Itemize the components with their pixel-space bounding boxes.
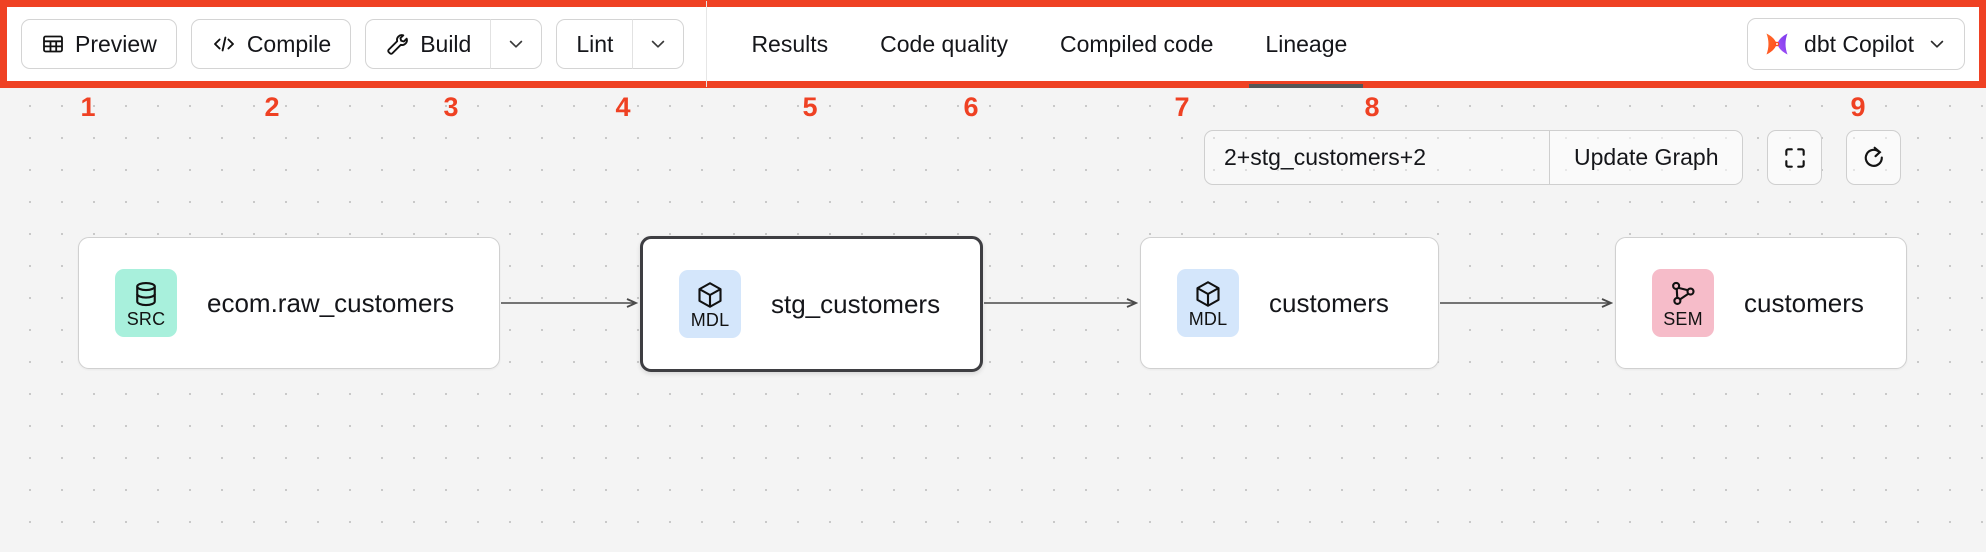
chevron-down-icon xyxy=(1927,34,1947,54)
preview-button-label: Preview xyxy=(75,30,157,57)
annotation-marker: 1 xyxy=(80,92,96,122)
chevron-down-icon xyxy=(506,34,526,54)
tab-lineage[interactable]: Lineage xyxy=(1239,0,1373,88)
top-toolbar: Preview Compile xyxy=(7,1,1979,88)
network-icon xyxy=(1668,279,1698,309)
badge-label: SRC xyxy=(126,308,166,329)
annotation-marker: 9 xyxy=(1850,92,1866,122)
action-button-group: Preview Compile xyxy=(21,19,685,69)
dbt-copilot-label: dbt Copilot xyxy=(1804,30,1914,57)
node-label: customers xyxy=(1744,287,1864,318)
tab-code-quality[interactable]: Code quality xyxy=(854,0,1034,88)
fit-view-button[interactable] xyxy=(1767,130,1823,185)
annotation-marker: 7 xyxy=(1174,92,1190,122)
refresh-icon xyxy=(1861,145,1887,171)
annotation-marker: 2 xyxy=(264,92,280,122)
graph-selector-input[interactable] xyxy=(1205,131,1549,184)
build-dropdown-toggle[interactable] xyxy=(490,19,543,69)
node-type-badge: SRC xyxy=(115,269,177,337)
compile-button-label: Compile xyxy=(246,30,332,57)
node-label: ecom.raw_customers xyxy=(207,287,455,318)
build-button[interactable]: Build xyxy=(365,19,491,69)
tab-compiled-code[interactable]: Compiled code xyxy=(1034,0,1239,88)
lineage-node-customers-model[interactable]: MDL customers xyxy=(1140,237,1439,369)
lineage-node-stg-customers[interactable]: MDL stg_customers xyxy=(640,236,983,372)
chevron-down-icon xyxy=(648,34,668,54)
lint-button[interactable]: Lint xyxy=(556,19,633,69)
wrench-icon xyxy=(385,32,410,57)
lint-button-label: Lint xyxy=(576,30,614,57)
refresh-button[interactable] xyxy=(1846,130,1902,185)
cube-icon xyxy=(1193,279,1223,309)
badge-label: SEM xyxy=(1663,308,1703,329)
tab-lineage-label: Lineage xyxy=(1265,30,1348,57)
node-type-badge: SEM xyxy=(1652,269,1714,337)
annotation-marker: 8 xyxy=(1364,92,1380,122)
fullscreen-icon xyxy=(1782,145,1808,171)
annotation-marker: 6 xyxy=(963,92,979,122)
tab-code-quality-label: Code quality xyxy=(880,30,1008,57)
top-toolbar-highlight: Preview Compile xyxy=(0,0,1986,88)
database-icon xyxy=(131,279,161,309)
lineage-node-raw-customers[interactable]: SRC ecom.raw_customers xyxy=(78,237,500,369)
tab-results[interactable]: Results xyxy=(725,0,854,88)
graph-controls: Update Graph xyxy=(1204,130,1902,185)
code-icon xyxy=(211,32,237,56)
graph-selector-group: Update Graph xyxy=(1204,130,1744,185)
update-graph-button[interactable]: Update Graph xyxy=(1549,131,1743,184)
dbt-copilot-button[interactable]: dbt Copilot xyxy=(1747,18,1965,70)
node-type-badge: MDL xyxy=(679,270,741,338)
preview-button[interactable]: Preview xyxy=(21,19,177,69)
node-label: customers xyxy=(1269,287,1389,318)
badge-label: MDL xyxy=(1188,308,1228,329)
result-tabs: Results Code quality Compiled code Linea… xyxy=(725,0,1373,88)
badge-label: MDL xyxy=(690,309,730,330)
compile-button[interactable]: Compile xyxy=(190,19,352,69)
table-icon xyxy=(41,32,65,56)
toolbar-divider xyxy=(706,1,708,87)
lineage-node-customers-semantic[interactable]: SEM customers xyxy=(1615,237,1907,369)
build-split-button: Build xyxy=(365,19,543,69)
node-type-badge: MDL xyxy=(1177,269,1239,337)
lint-dropdown-toggle[interactable] xyxy=(632,19,685,69)
annotation-marker: 3 xyxy=(443,92,459,122)
node-label: stg_customers xyxy=(771,288,941,319)
cube-icon xyxy=(695,280,725,310)
tab-results-label: Results xyxy=(751,30,829,57)
tab-compiled-code-label: Compiled code xyxy=(1060,30,1214,57)
dbt-copilot-icon xyxy=(1763,30,1791,58)
annotation-marker: 5 xyxy=(802,92,818,122)
build-button-label: Build xyxy=(420,30,472,57)
lint-split-button: Lint xyxy=(556,19,685,69)
annotation-marker: 4 xyxy=(615,92,631,122)
